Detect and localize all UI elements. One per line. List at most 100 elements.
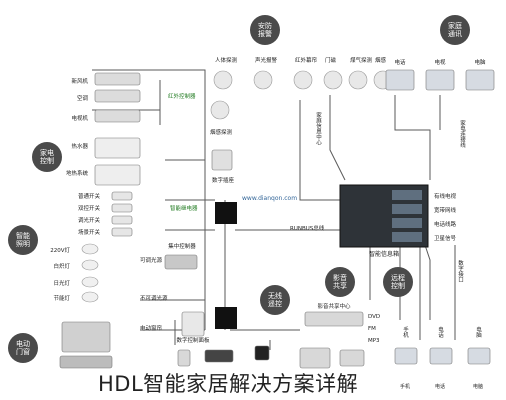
appliance-icon bbox=[94, 72, 141, 86]
phone-device-icon bbox=[465, 69, 495, 91]
caption-title: HDL智能家居解决方案详解 bbox=[98, 372, 359, 396]
security-device-icon bbox=[213, 70, 233, 90]
panel-port bbox=[392, 190, 422, 200]
panel-port-label: 宽带网线 bbox=[434, 206, 457, 214]
bus-note: 家电连接线 bbox=[459, 119, 466, 148]
lighting-label: 照明 bbox=[16, 240, 30, 248]
appliance-controller-label: 红外控制器 bbox=[168, 92, 196, 100]
phone-device-label: 电话 bbox=[394, 58, 406, 66]
appliance-icon bbox=[94, 137, 141, 159]
security-label: 安防 bbox=[258, 21, 272, 30]
family-comm-label: 通讯 bbox=[448, 29, 462, 38]
keypad-icon bbox=[181, 311, 205, 337]
wireless-device-icon bbox=[177, 349, 191, 367]
dimmer-label: 可调光源 bbox=[140, 256, 163, 264]
security-device-icon bbox=[293, 70, 313, 90]
appliance-label: 控制 bbox=[40, 156, 54, 165]
security-bubble bbox=[250, 15, 280, 45]
switch-label: 双控开关 bbox=[78, 204, 101, 212]
appliance-label: 新风机 bbox=[71, 77, 88, 85]
wireless-device-icon bbox=[204, 349, 234, 363]
switch-icon bbox=[111, 227, 133, 237]
wire bbox=[299, 100, 340, 201]
dimmer-box bbox=[215, 307, 237, 329]
wire bbox=[394, 95, 431, 180]
switch-label: 普通开关 bbox=[78, 192, 101, 200]
remote-device-caption: 电话 bbox=[435, 383, 445, 390]
curtain-track-icon bbox=[59, 355, 113, 369]
appliance-icon bbox=[94, 164, 141, 186]
av-source-label: FM bbox=[368, 326, 376, 332]
phone-device-label: 电脑 bbox=[474, 58, 486, 66]
appliance-icon bbox=[94, 89, 141, 103]
switch-label: 场景开关 bbox=[78, 228, 101, 236]
panel-port-label: 电话线路 bbox=[434, 220, 457, 228]
appliance-bubble bbox=[32, 142, 62, 172]
security-device-label: 声光报警 bbox=[255, 56, 278, 64]
diagram-layer: 安防报警家庭通讯家电控制智能照明电动门窗影音共享远程控制无线遥控人体探测声光报警… bbox=[8, 15, 495, 390]
appliance-label: 地热系统 bbox=[66, 169, 89, 177]
av-device-label: 影音共享中心 bbox=[317, 302, 351, 310]
curtain-label: 电动窗帘 bbox=[140, 324, 163, 332]
av-share-bubble bbox=[325, 267, 355, 297]
remote-device-icon bbox=[429, 347, 453, 365]
bus-note: 数字接口 bbox=[457, 259, 464, 284]
wireless-device-icon bbox=[299, 347, 331, 369]
wire bbox=[329, 95, 346, 181]
load-label: 220V灯 bbox=[50, 246, 70, 254]
wireless-device-icon bbox=[254, 345, 270, 361]
remote-device-icon bbox=[467, 347, 491, 365]
phone-device-icon bbox=[425, 69, 455, 91]
panel-port bbox=[392, 232, 422, 242]
remote-device-label: 电脑 bbox=[475, 325, 482, 339]
security-device-icon bbox=[253, 70, 273, 90]
security-device-label: 烟感 bbox=[375, 56, 387, 64]
av-source-label: MP3 bbox=[368, 338, 380, 344]
remote-label: 远程 bbox=[391, 273, 405, 282]
relay-label: 智能继电器 bbox=[170, 204, 198, 212]
socket-icon bbox=[211, 149, 233, 171]
connection-lines bbox=[92, 69, 456, 350]
family-comm-bubble bbox=[440, 15, 470, 45]
panel-port-label: 有线电视 bbox=[434, 192, 457, 200]
switch-label: 调光开关 bbox=[78, 216, 101, 224]
curtain-bubble bbox=[8, 333, 38, 363]
load-label: 白炽灯 bbox=[53, 262, 70, 270]
security-device-label: 门磁 bbox=[325, 56, 337, 64]
switch-icon bbox=[111, 215, 133, 225]
family-comm-label: 家庭 bbox=[448, 21, 462, 30]
remote-label: 控制 bbox=[391, 281, 405, 290]
smoke-detector-icon bbox=[210, 100, 230, 120]
remote-device-label: 手机 bbox=[402, 325, 409, 339]
security-device-label: 红外幕帘 bbox=[295, 56, 318, 64]
socket-label: 数字插座 bbox=[212, 176, 235, 184]
remote-bubble bbox=[383, 267, 413, 297]
security-device-label: 人体探测 bbox=[215, 56, 238, 64]
wireless-device-icon bbox=[339, 349, 365, 367]
security-device-label: 煤气探测 bbox=[350, 56, 373, 64]
dimmer-label: 不可调光源 bbox=[140, 294, 168, 302]
av-share-label: 影音 bbox=[333, 273, 347, 282]
av-source-label: DVD bbox=[368, 314, 380, 320]
panel-port bbox=[392, 204, 422, 214]
appliance-label: 电视机 bbox=[71, 114, 88, 122]
security-device-icon bbox=[348, 70, 368, 90]
switch-icon bbox=[111, 191, 133, 201]
curtain-label: 电动 bbox=[16, 339, 30, 348]
remote-device-caption: 手机 bbox=[400, 383, 410, 390]
phone-device-label: 电视 bbox=[434, 58, 446, 66]
dimmer-module-icon bbox=[164, 254, 198, 270]
av-share-label: 共享 bbox=[333, 281, 347, 290]
lamp-icon bbox=[81, 259, 99, 271]
bus-label: RUNBUS总线 bbox=[290, 224, 325, 232]
lighting-label: 智能 bbox=[16, 231, 30, 240]
load-label: 日光灯 bbox=[53, 279, 70, 287]
watermark: www.dianqon.com bbox=[242, 195, 297, 202]
remote-device-caption: 电脑 bbox=[473, 383, 483, 390]
appliance-label: 热水器 bbox=[71, 142, 88, 150]
bus-note: 家庭信息中心 bbox=[315, 111, 322, 146]
appliance-label: 空调 bbox=[77, 94, 89, 102]
lamp-icon bbox=[81, 243, 99, 255]
wireless-label: 无线 bbox=[268, 291, 282, 300]
